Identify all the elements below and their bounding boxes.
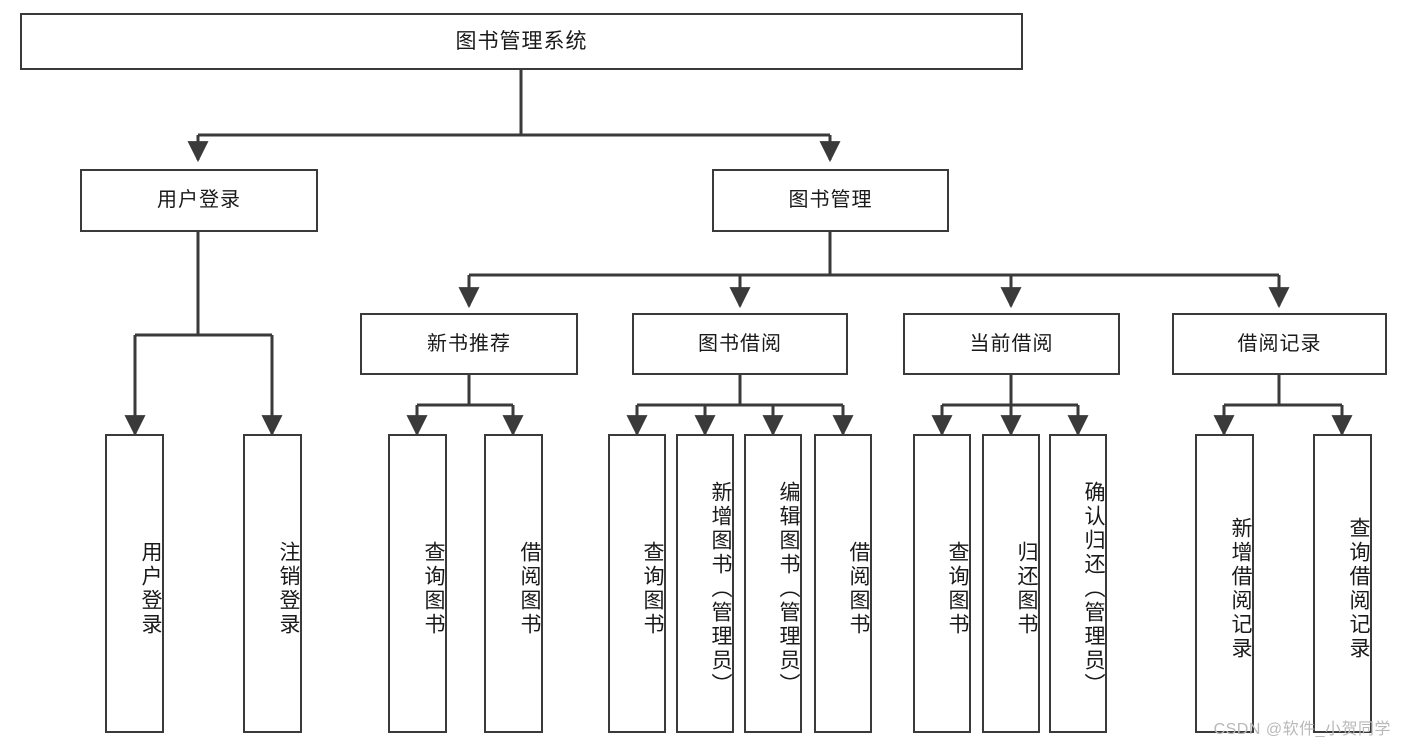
leaf-borrow-book-recommend[interactable]: 借阅图书 (484, 434, 543, 733)
node-root-system[interactable]: 图书管理系统 (20, 13, 1023, 70)
leaf-query-book-current[interactable]: 查询图书 (913, 434, 971, 733)
leaf-return-book[interactable]: 归还图书 (982, 434, 1040, 733)
leaf-edit-book-admin[interactable]: 编辑图书（管理员） (744, 434, 802, 733)
node-current-borrow[interactable]: 当前借阅 (903, 313, 1120, 375)
node-borrow-record[interactable]: 借阅记录 (1172, 313, 1387, 375)
leaf-query-borrow-record[interactable]: 查询借阅记录 (1313, 434, 1372, 733)
node-book-borrow[interactable]: 图书借阅 (632, 313, 848, 375)
leaf-add-book-admin[interactable]: 新增图书（管理员） (676, 434, 734, 733)
leaf-user-login[interactable]: 用户登录 (105, 434, 164, 733)
leaf-borrow-book[interactable]: 借阅图书 (814, 434, 872, 733)
node-user-login[interactable]: 用户登录 (80, 169, 318, 232)
leaf-add-borrow-record[interactable]: 新增借阅记录 (1195, 434, 1254, 733)
leaf-query-book-borrow[interactable]: 查询图书 (608, 434, 666, 733)
leaf-query-book-recommend[interactable]: 查询图书 (388, 434, 447, 733)
node-book-manage[interactable]: 图书管理 (712, 169, 949, 232)
leaf-confirm-return-admin[interactable]: 确认归还（管理员） (1049, 434, 1107, 733)
leaf-logout-login[interactable]: 注销登录 (243, 434, 302, 733)
node-new-book-recommend[interactable]: 新书推荐 (360, 313, 578, 375)
watermark-text: CSDN @软件_小贺同学 (1213, 721, 1391, 738)
